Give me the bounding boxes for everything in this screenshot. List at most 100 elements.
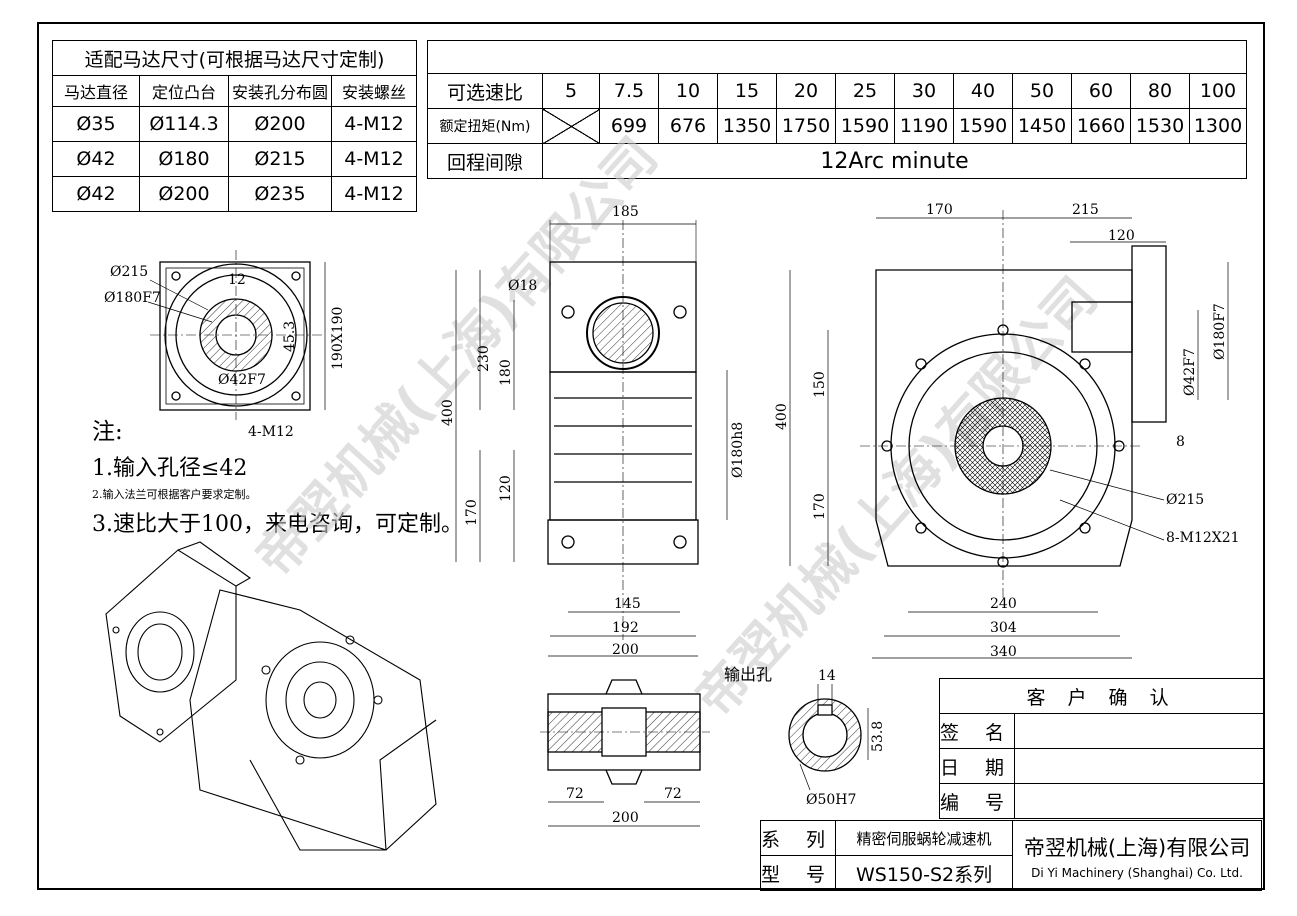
torque-cell: 1190 [894,108,954,144]
flange-view [147,250,326,420]
dim-side-d42: Ø42F7 [1182,348,1198,396]
model-value: WS150-S2系列 [835,855,1014,891]
dim-front-170: 170 [464,499,480,526]
company-name-en: Di Yi Machinery (Shanghai) Co. Ltd. [1031,865,1243,880]
dim-key-50: Ø50H7 [806,792,856,808]
dim-flange-215: Ø215 [110,264,148,280]
dim-shaft-200: 200 [612,810,639,826]
dim-front-120: 120 [498,475,514,502]
dim-shaft-72b: 72 [664,786,682,802]
motor-cell: Ø200 [228,106,332,142]
motor-cell: Ø42 [52,141,140,177]
notes: 注: 1.输入孔径≤42 2.输入法兰可根据客户要求定制。 3.速比大于100，… [92,412,463,538]
customer-row-label: 签 名 [938,713,1016,749]
date-field[interactable] [1014,748,1265,784]
notes-title: 注: [92,419,123,445]
ratio-cell: 5 [542,73,600,109]
dim-side-bolts: 8-M12X21 [1166,530,1240,546]
backlash-value: 12Arc minute [542,143,1247,179]
motor-cell: Ø235 [228,176,332,212]
motor-header: 安装孔分布圆 [228,75,332,107]
motor-cell: 4-M12 [331,176,417,212]
dim-side-170: 170 [926,202,953,218]
torque-cell: 1750 [776,108,836,144]
customer-row-label: 日 期 [938,748,1016,784]
motor-cell: 4-M12 [331,141,417,177]
dim-front-400: 400 [440,399,456,426]
customer-row-label: 编 号 [938,783,1016,819]
dim-side-400: 400 [774,403,790,430]
ratio-cell: 100 [1189,73,1247,109]
side-view [789,210,1229,659]
dim-front-145: 145 [614,596,641,612]
company-name-cn: 帝翌机械(上海)有限公司 [1023,835,1251,860]
dim-front-185: 185 [612,204,639,220]
motor-cell: Ø35 [52,106,140,142]
dim-key-53: 53.8 [870,721,886,752]
dim-side-120: 120 [1108,228,1135,244]
torque-cell-crossed [542,108,600,144]
title-block: 系 列 精密伺服蜗轮减速机 帝翌机械(上海)有限公司 Di Yi Machine… [759,820,1263,891]
isometric-view [105,541,437,851]
output-shaft [540,679,710,827]
ratio-cell: 50 [1012,73,1072,109]
note-line-1: 1.输入孔径≤42 [92,456,248,481]
motor-header: 马达直径 [52,75,140,107]
motor-size-table: 适配马达尺寸(可根据马达尺寸定制) 马达直径 定位凸台 安装孔分布圆 安装螺丝 … [52,40,417,212]
dim-side-170v: 170 [812,493,828,520]
torque-cell: 1590 [835,108,895,144]
motor-cell: Ø42 [52,176,140,212]
dim-side-150: 150 [812,371,828,398]
dim-shaft-72a: 72 [566,786,584,802]
model-label: 型 号 [759,855,837,891]
ratio-cell: 7.5 [599,73,659,109]
number-field[interactable] [1014,783,1265,819]
dim-flange-45: 45.3 [282,321,298,352]
output-hole-label: 输出孔 [724,665,772,684]
ratio-cell: 25 [835,73,895,109]
dim-side-240: 240 [990,596,1017,612]
torque-cell: 1450 [1012,108,1072,144]
ratio-cell: 40 [953,73,1013,109]
ratio-cell: 10 [658,73,718,109]
dim-flange-42: Ø42F7 [218,372,266,388]
dim-flange-190: 190X190 [330,307,346,370]
dim-side-340: 340 [990,644,1017,660]
ratio-cell: 30 [894,73,954,109]
signature-field[interactable] [1014,713,1265,749]
dim-flange-180: Ø180F7 [104,290,161,306]
dim-side-8: 8 [1176,434,1185,450]
customer-title: 客 户 确 认 [938,678,1265,714]
dim-front-230: 230 [476,345,492,372]
motor-cell: 4-M12 [331,106,417,142]
dim-front-192: 192 [612,620,639,636]
dim-key-14: 14 [818,668,836,684]
dim-side-d215: Ø215 [1166,492,1204,508]
torque-cell: 1590 [953,108,1013,144]
company-block: 帝翌机械(上海)有限公司 Di Yi Machinery (Shanghai) … [1012,820,1263,891]
dim-front-200: 200 [612,642,639,658]
motor-cell: Ø180 [139,141,229,177]
watermark-2: 帝翌机械(上海)有限公司 [685,267,1109,729]
dim-flange-12: 12 [228,272,246,288]
backlash-label: 回程间隙 [427,143,543,179]
dim-side-304: 304 [990,620,1017,636]
spec-table: 可选速比 5 7.5 10 15 20 25 30 40 50 60 80 10… [427,40,1247,179]
drawing-frame [37,22,1265,890]
note-line-2: 2.输入法兰可根据客户要求定制。 [92,488,257,501]
front-view [455,220,728,657]
customer-confirmation-table: 客 户 确 认 签 名 日 期 编 号 [938,678,1265,819]
series-value: 精密伺服蜗轮减速机 [835,820,1014,856]
note-line-3: 3.速比大于100，来电咨询，可定制。 [92,512,463,537]
dim-front-180: 180 [498,359,514,386]
motor-cell: Ø200 [139,176,229,212]
dim-side-215: 215 [1072,202,1099,218]
series-label: 系 列 [759,820,837,856]
dim-front-hole: Ø18 [508,278,537,294]
dim-flange-bolt: 4-M12 [248,424,294,440]
dim-front-bore: Ø180h8 [730,422,746,478]
torque-cell: 1350 [717,108,777,144]
key-section [788,684,869,791]
dim-side-d180: Ø180F7 [1212,303,1228,360]
